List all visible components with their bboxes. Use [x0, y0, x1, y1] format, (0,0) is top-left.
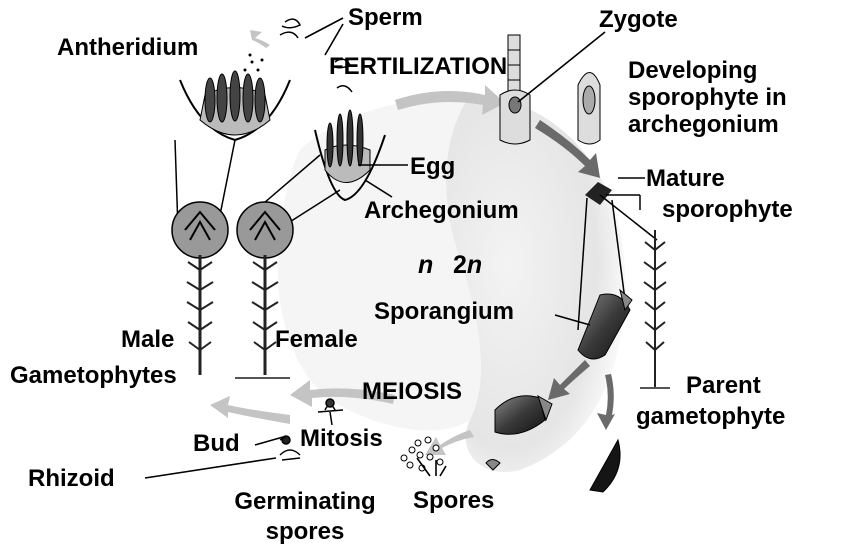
- arrow-up-antheridium: [250, 30, 270, 48]
- label-diploid-n: n: [467, 251, 482, 279]
- label-fertilization: FERTILIZATION: [329, 53, 507, 80]
- label-germinating-2: spores: [220, 518, 390, 545]
- label-archegonium: Archegonium: [364, 197, 519, 224]
- label-male: Male: [121, 326, 174, 353]
- label-sperm: Sperm: [348, 4, 423, 31]
- label-parent-1: Parent: [686, 372, 761, 399]
- label-developing-1: Developing: [628, 57, 757, 84]
- label-developing-3: archegonium: [628, 111, 779, 138]
- label-diploid: 2n: [453, 252, 482, 279]
- label-zygote: Zygote: [599, 6, 678, 33]
- label-bud: Bud: [193, 430, 240, 457]
- label-antheridium: Antheridium: [57, 34, 198, 61]
- label-diploid-number: 2: [453, 251, 467, 279]
- label-mitosis: Mitosis: [300, 425, 383, 452]
- label-sporangium: Sporangium: [374, 298, 514, 325]
- label-meiosis: MEIOSIS: [362, 378, 462, 405]
- label-developing-2: sporophyte in: [628, 84, 787, 111]
- arrow-to-gametophytes: [210, 396, 290, 424]
- label-mature-2: sporophyte: [662, 196, 793, 223]
- label-germinating-1: Germinating: [220, 488, 390, 515]
- label-spores: Spores: [413, 487, 494, 514]
- zygote-drawing: [500, 35, 530, 144]
- label-female: Female: [275, 326, 358, 353]
- developing-sporophyte-drawing: [578, 73, 600, 145]
- label-egg: Egg: [410, 153, 455, 180]
- label-mature-1: Mature: [646, 165, 725, 192]
- male-gametophyte-drawing: [172, 140, 235, 375]
- label-rhizoid: Rhizoid: [28, 465, 115, 492]
- label-haploid: n: [418, 252, 433, 279]
- label-gametophytes: Gametophytes: [10, 362, 177, 389]
- antheridium-drawing: [180, 54, 290, 141]
- label-parent-2: gametophyte: [636, 403, 785, 430]
